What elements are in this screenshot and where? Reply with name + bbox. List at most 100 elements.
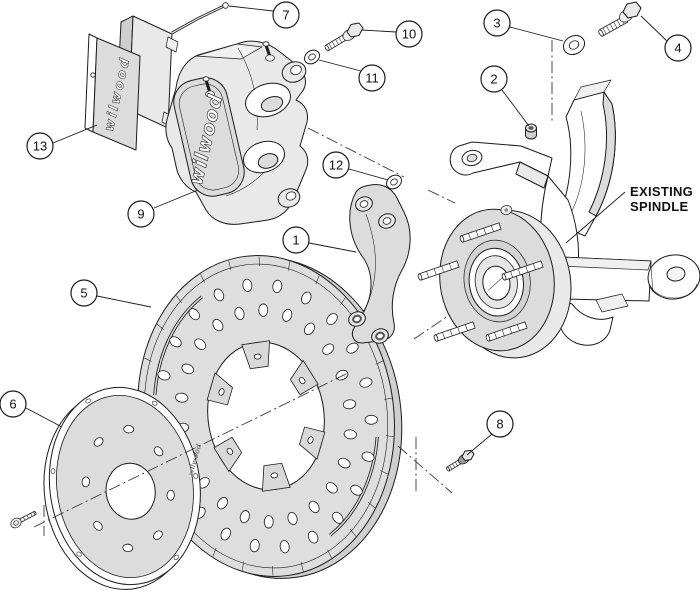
wheel-stud-thread xyxy=(483,228,487,235)
callout-9 xyxy=(127,200,155,228)
hat-center-bore xyxy=(105,462,156,520)
callout-label-4: 4 xyxy=(674,41,681,56)
rotor-drill-hole xyxy=(234,307,245,320)
rotor-drill-hole xyxy=(342,399,357,410)
rotor-bolt-shank-thread xyxy=(449,465,453,470)
rotor-drill-hole xyxy=(282,308,293,322)
rotor-slot-lower-inner xyxy=(329,436,378,536)
wheel-stud-tip xyxy=(433,334,439,342)
hat-rim-notch xyxy=(85,398,91,404)
bolt4-hex-head xyxy=(622,1,642,19)
rotor-bolt-shank-thread xyxy=(454,461,458,466)
rotor-drill-hole xyxy=(350,484,363,496)
spindle-note-line1: EXISTING xyxy=(630,184,693,199)
rotor-drill-hole xyxy=(263,515,274,529)
caliper-logo-panel xyxy=(173,77,245,197)
pad-front-plate xyxy=(92,37,141,151)
hat-bolt-hole xyxy=(123,425,135,434)
wheel-stud-thread xyxy=(433,268,437,275)
rotor-drill-hole xyxy=(346,342,359,354)
hat-bolt-hole xyxy=(122,543,134,553)
wheel-stud-thread xyxy=(449,263,452,270)
caliper-logo-panel-inner xyxy=(178,83,240,191)
spindle-bolt-shank-thread xyxy=(602,27,607,35)
main-axis-left xyxy=(33,372,349,528)
callout-leader-7 xyxy=(228,5,274,12)
hat-screw xyxy=(10,517,22,529)
rotor-vane-tick xyxy=(258,256,260,267)
rotor-vane-tick xyxy=(315,275,320,284)
callout-11 xyxy=(358,64,386,92)
rotor-tab-hole xyxy=(270,472,279,479)
callout-leader-13 xyxy=(52,124,98,144)
rotor-drill-hole xyxy=(217,497,228,510)
rotor-vane-tick xyxy=(375,360,383,365)
spindle-arm-side-face xyxy=(588,91,616,217)
caliper-bolt-shank-thread xyxy=(331,41,336,47)
caliper-bolt-axis2 xyxy=(427,189,456,204)
spindle-bolt-shank-thread xyxy=(606,25,611,33)
rotor-drill-hole xyxy=(258,303,269,317)
callout-label-6: 6 xyxy=(9,397,16,412)
rotor-drill-hole xyxy=(361,451,375,462)
bolt8-hex-head xyxy=(461,450,475,461)
wheel-stud-thread xyxy=(509,327,513,334)
callout-leader-12 xyxy=(348,168,389,181)
wheel-stud-thread xyxy=(517,268,521,275)
existing-spindle xyxy=(449,79,700,346)
spindle-bolt-shank-thread xyxy=(616,19,621,27)
rotor-tab-hole xyxy=(307,436,314,444)
hat-rim-notch xyxy=(173,554,179,560)
callout-leader-2 xyxy=(501,89,530,127)
callout-label-9: 9 xyxy=(137,207,144,222)
washer-12 xyxy=(386,174,402,190)
rotor-bolt-shank-tip xyxy=(446,466,450,472)
bleed-screw xyxy=(202,76,215,98)
rotor-tab-hole xyxy=(298,377,306,385)
screw-head xyxy=(10,517,22,529)
caliper-piston-bottom xyxy=(257,153,279,169)
rotor-vane-tick xyxy=(272,565,274,576)
brake-pads: wilwood xyxy=(84,15,179,151)
spacer-2 xyxy=(525,123,537,140)
hub xyxy=(439,205,572,359)
wheel-stud-tip xyxy=(417,273,423,281)
caliper-bolt xyxy=(342,22,364,41)
caliper-ridge-line xyxy=(237,47,258,131)
wheel-stud-tip xyxy=(485,334,491,342)
rotor-vane-tick xyxy=(212,548,217,557)
caliper-bracket xyxy=(348,184,411,344)
rotor-bolt-axis xyxy=(397,445,453,494)
rotor-drill-hole xyxy=(343,429,357,440)
rotor-vane-tick xyxy=(144,357,152,362)
caliper-bolt-shank-thread xyxy=(335,39,339,45)
wheel-stud-thread xyxy=(533,263,536,270)
rotor-slot-upper-inner xyxy=(154,296,203,396)
rotor-drill-hole xyxy=(242,278,253,292)
callout-10 xyxy=(395,20,423,48)
bracket-body xyxy=(349,184,411,344)
spindle-ear-hole xyxy=(466,153,478,163)
callout-13 xyxy=(26,132,54,160)
pad-wear-sensor-hole xyxy=(90,72,96,78)
wheel-stud-thread xyxy=(517,324,520,331)
rotor-mount-tab xyxy=(206,372,233,406)
spindle-note-leader xyxy=(565,191,626,244)
callout-label-7: 7 xyxy=(282,8,289,23)
callout-leader-4 xyxy=(640,15,668,42)
rotor-drill-hole xyxy=(337,457,351,469)
wheel-stud-thread xyxy=(501,329,505,336)
rotor-drill-hole xyxy=(322,343,335,355)
hat-screw-shank-thread xyxy=(23,516,26,521)
rotor-drill-hole xyxy=(188,308,200,321)
callout-7 xyxy=(272,1,300,29)
rotor-tab-hole xyxy=(253,353,262,360)
caliper-bolt-shank-thread xyxy=(338,37,343,43)
callout-leader-11 xyxy=(318,59,362,72)
hat-bolt-hole xyxy=(93,437,104,447)
rotor-drill-hole xyxy=(301,291,312,305)
callout-leader-9 xyxy=(153,189,199,209)
bracket-hole-bl xyxy=(352,314,362,324)
